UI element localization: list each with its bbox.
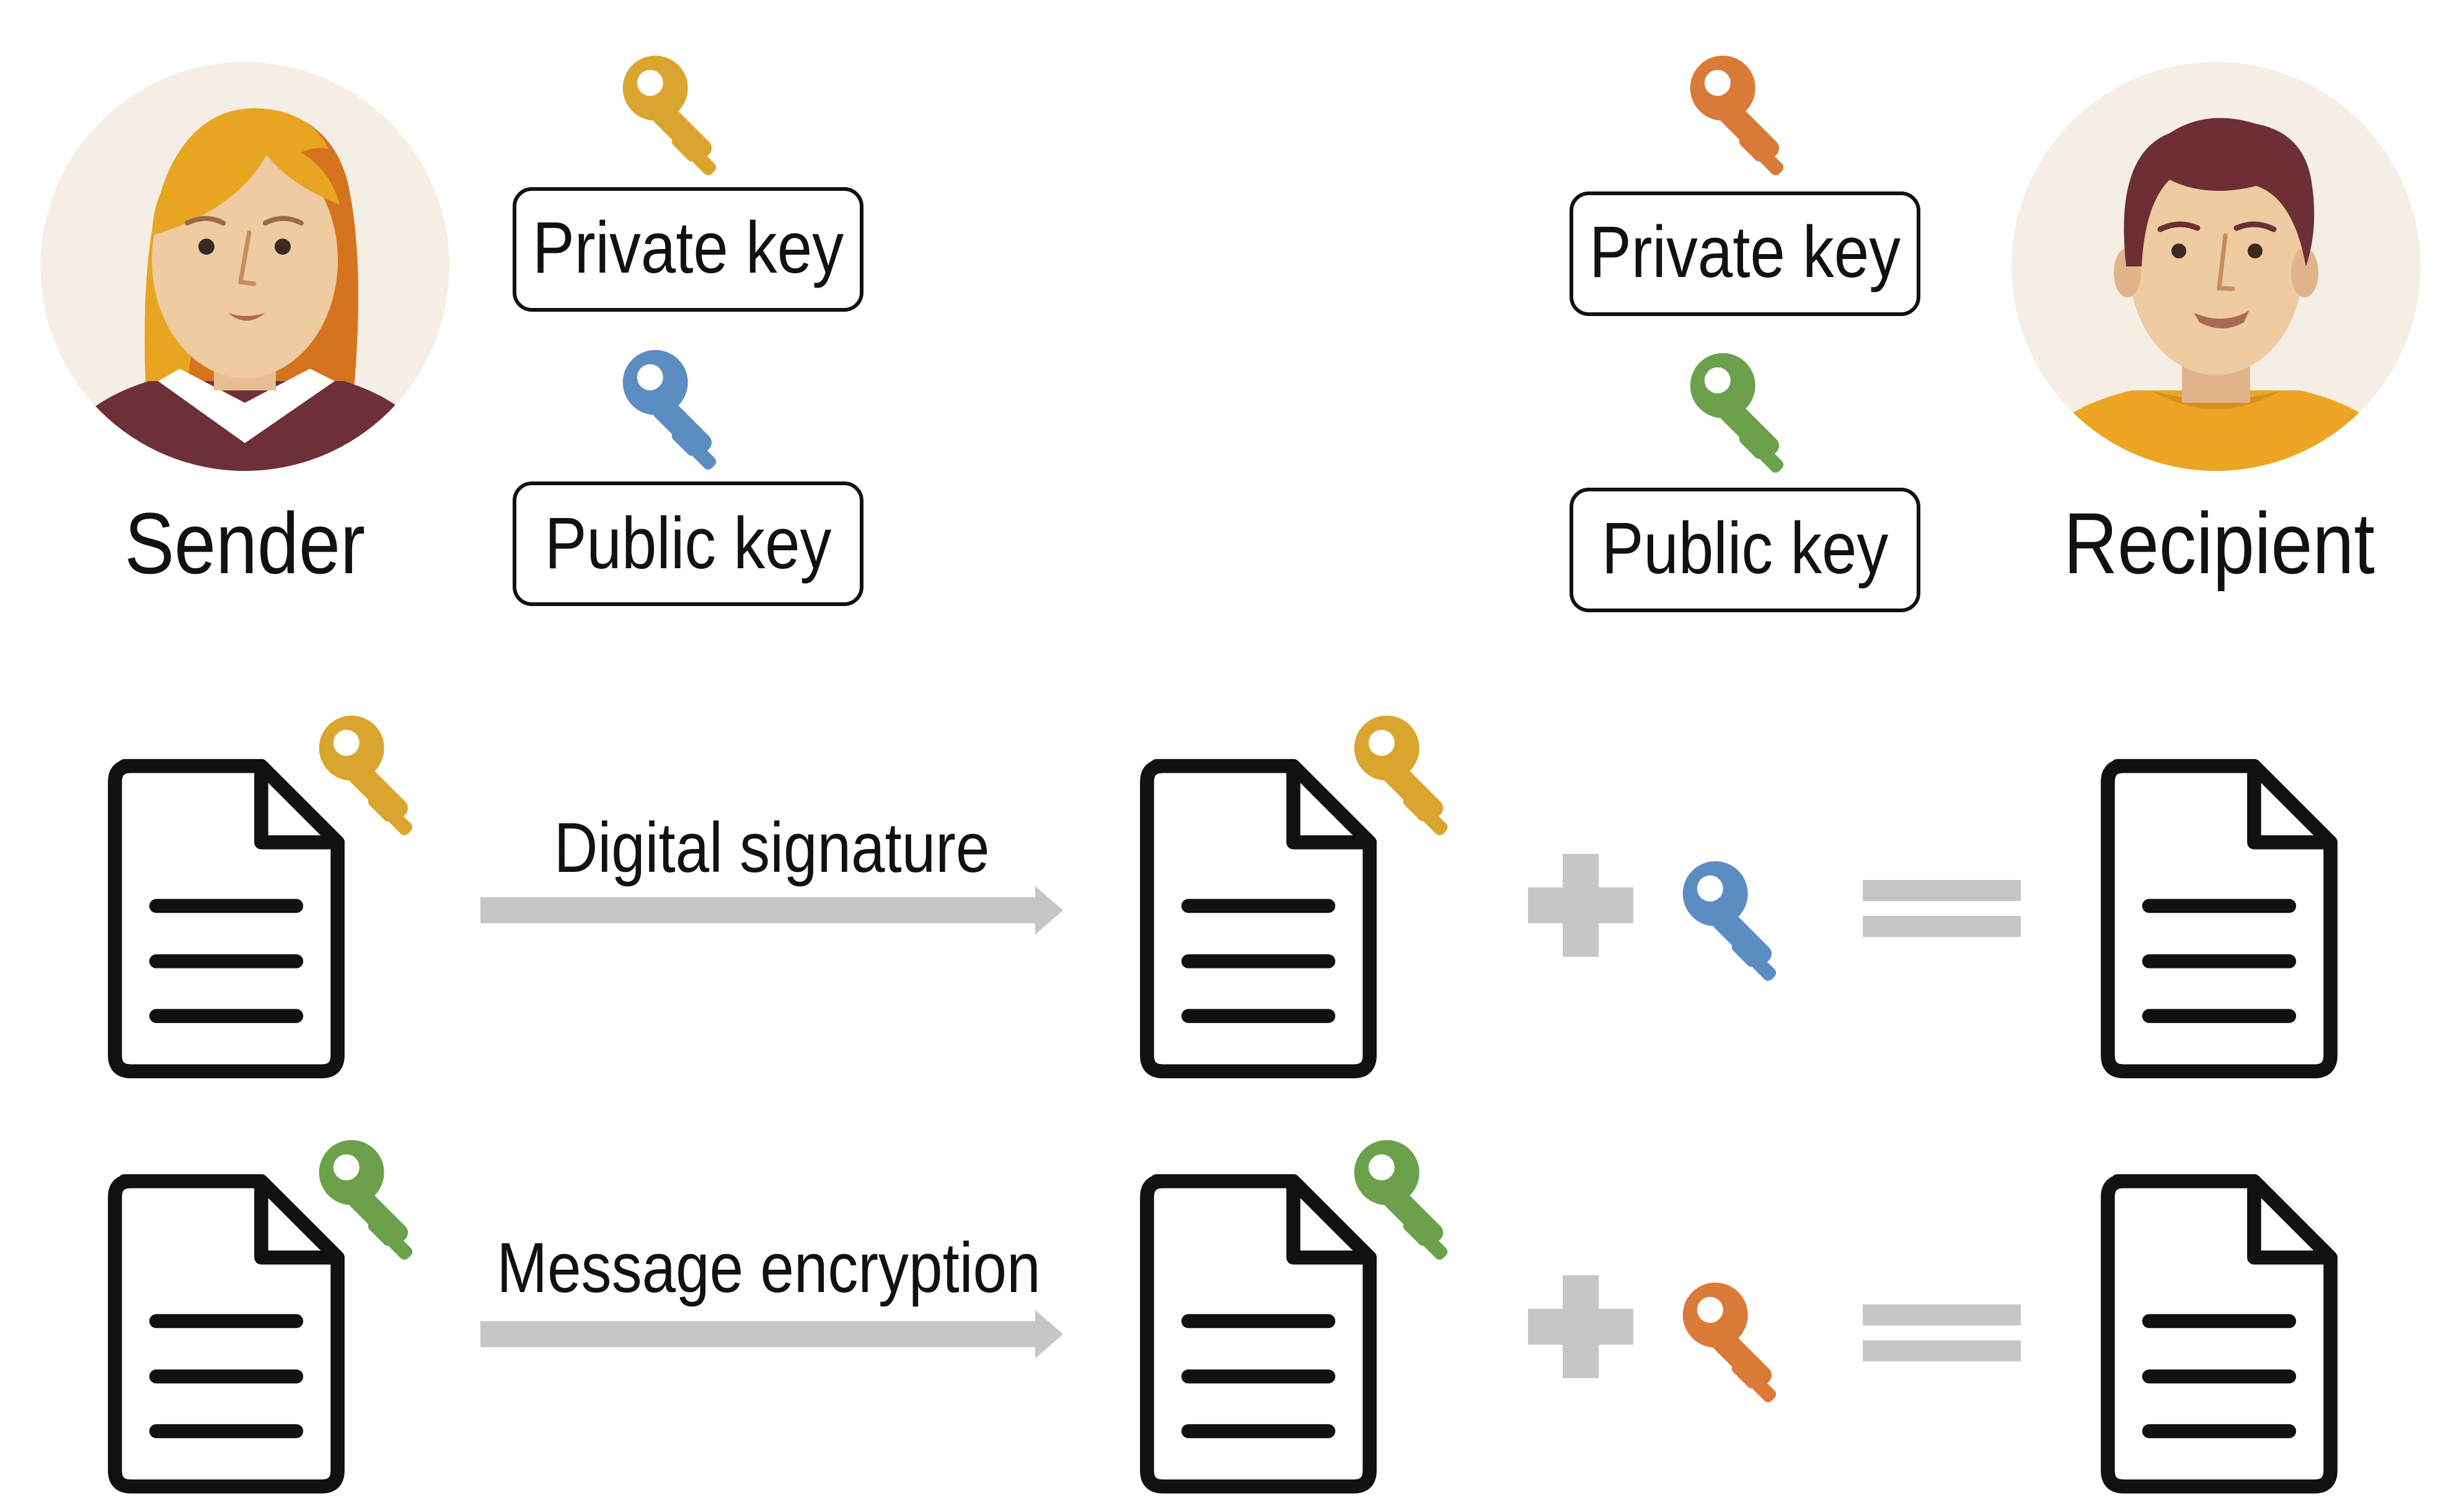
recipient-label: Recipient: [2064, 494, 2375, 592]
flow-output-key-icon: [1354, 715, 1450, 837]
recipient-private-key-label: Private key: [1589, 211, 1901, 293]
sender-public-key-box: Public key: [513, 481, 863, 606]
plus-icon: [1528, 1275, 1633, 1378]
recipient-public-key-label: Public key: [1602, 508, 1889, 589]
sender-private-key-box: Private key: [513, 187, 863, 312]
sender-label: Sender: [125, 494, 365, 592]
recipient-private-key-box: Private key: [1570, 191, 1920, 316]
recipient-private-key-icon: [1690, 55, 1786, 177]
flow-input-key-icon: [319, 715, 415, 837]
verification-key-icon: [1682, 861, 1778, 982]
flow-label: Message encryption: [497, 1228, 1040, 1308]
sender-public-key-icon: [622, 349, 718, 471]
flow-output-key-icon: [1354, 1140, 1450, 1261]
signed-document-icon: [1147, 766, 1369, 1071]
flow-message-encryption: Message encryption: [115, 1140, 2330, 1487]
verified-document-icon: [2108, 766, 2330, 1071]
original-document-icon: [115, 766, 337, 1071]
sender-private-key-label: Private key: [532, 207, 844, 289]
encrypted-document-icon: [1147, 1181, 1369, 1487]
flow-digital-signature: Digital signature: [115, 715, 2330, 1071]
arrow-right-icon: [480, 886, 1063, 934]
equals-icon: [1863, 880, 2021, 937]
plus-icon: [1528, 854, 1633, 957]
recipient-public-key-box: Public key: [1570, 488, 1920, 612]
female-avatar-icon: [40, 62, 449, 471]
decryption-key-icon: [1682, 1282, 1778, 1404]
equals-icon: [1863, 1304, 2021, 1361]
sender-private-key-icon: [622, 55, 718, 177]
decrypted-document-icon: [2108, 1181, 2330, 1487]
arrow-right-icon: [480, 1310, 1063, 1358]
sender-public-key-label: Public key: [545, 503, 832, 584]
male-avatar-icon: [2011, 62, 2421, 471]
original-document-icon: [115, 1181, 337, 1487]
recipient-public-key-icon: [1690, 353, 1786, 474]
flow-label: Digital signature: [554, 808, 990, 887]
